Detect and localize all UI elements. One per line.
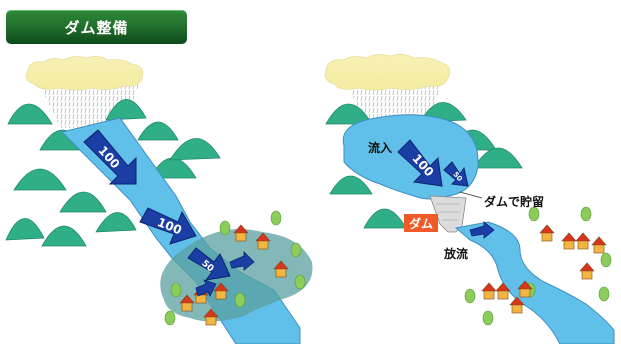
label-release: 放流	[443, 246, 468, 261]
dam-tag-label: ダム	[409, 216, 433, 231]
cloud-right	[325, 54, 450, 90]
label-dam-storage: ダムで貯留	[484, 194, 544, 209]
label-inflow: 流入	[368, 140, 392, 155]
right-panel-with-dam: 100 50 流入 ダムで貯留 ダム 放流	[325, 54, 614, 344]
storage-leader-line	[460, 192, 482, 198]
cloud-left	[26, 56, 143, 90]
river-right	[456, 222, 614, 344]
left-panel-no-dam: 100 100 50	[6, 56, 312, 344]
